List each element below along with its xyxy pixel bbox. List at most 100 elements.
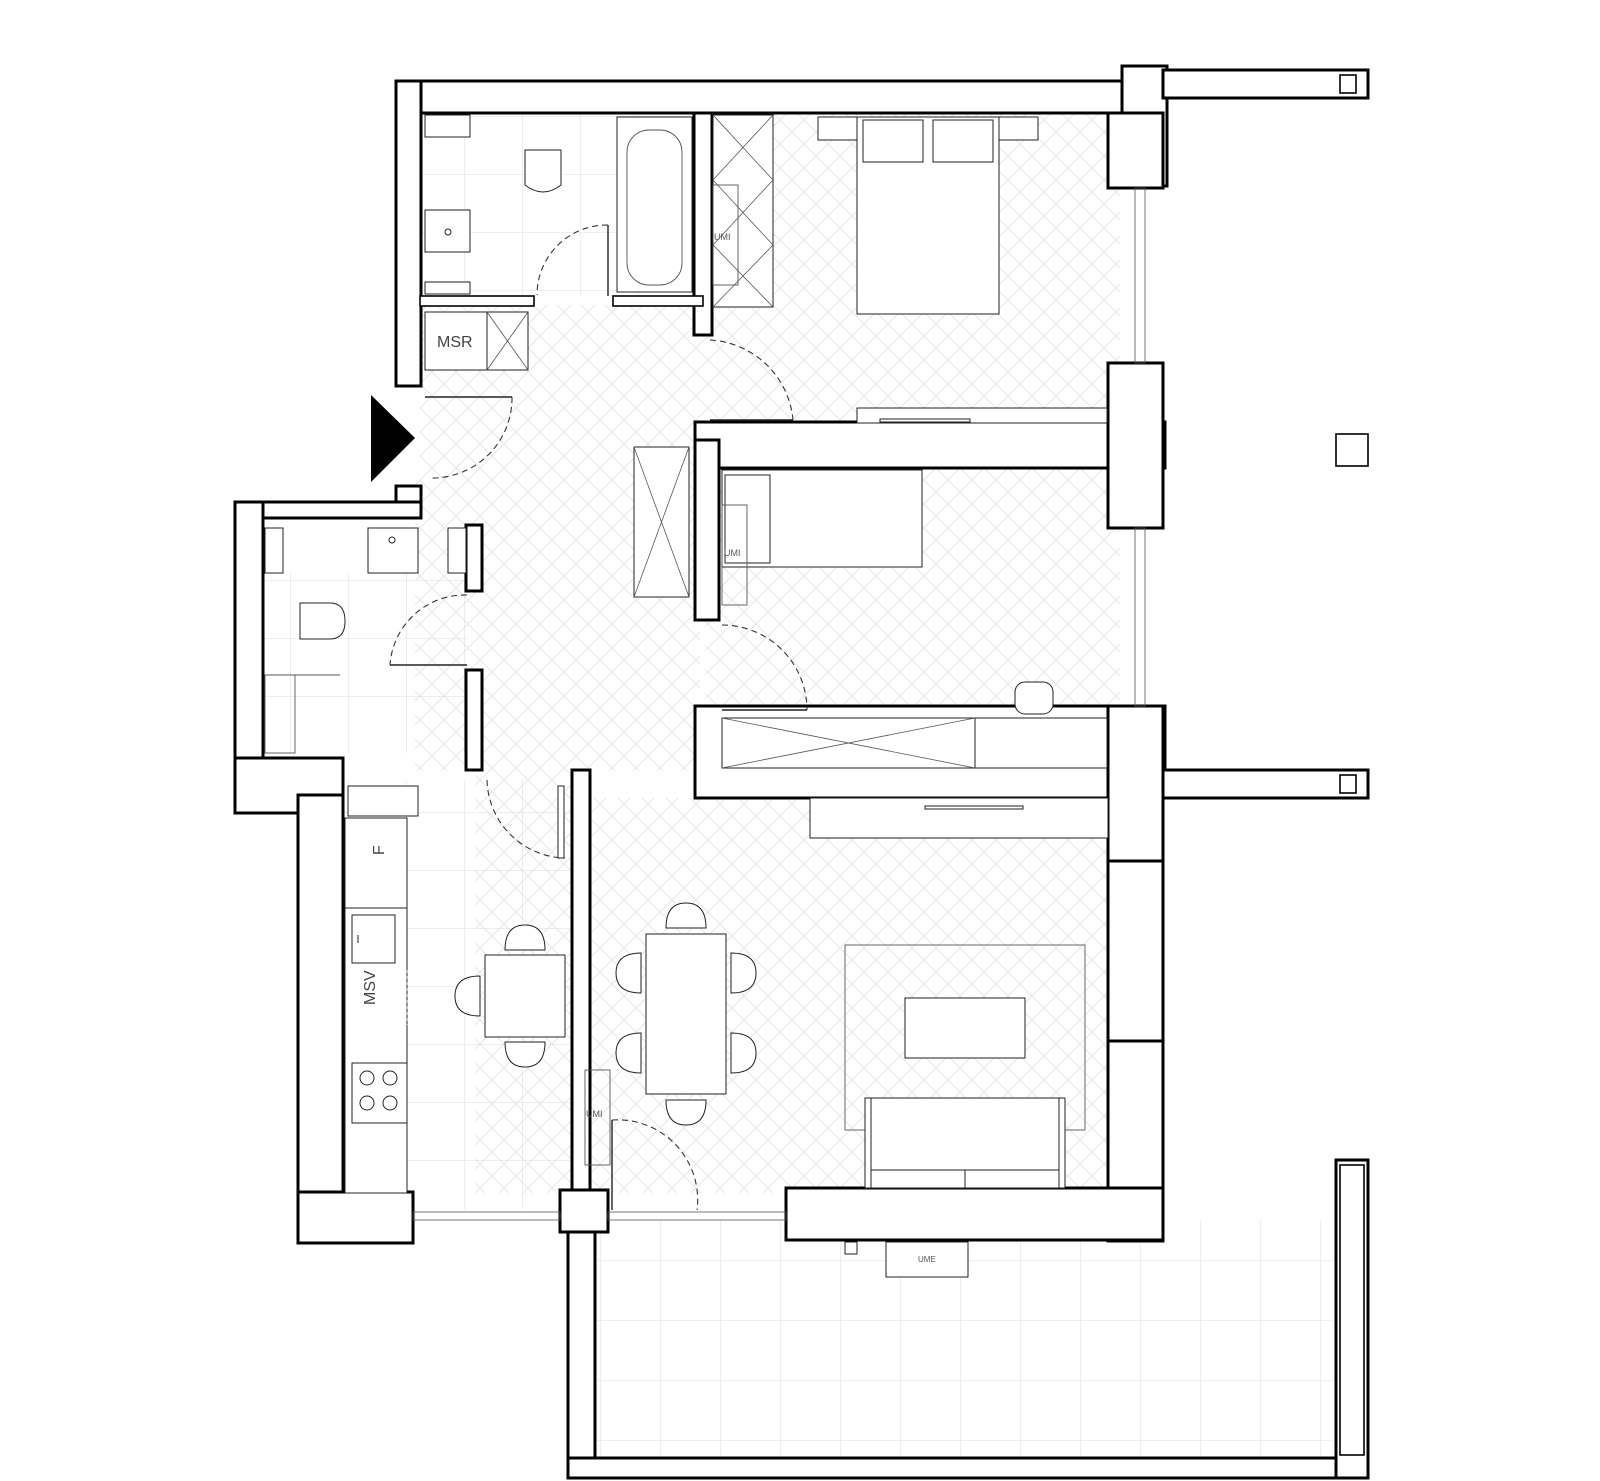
wall-right-mid [1106, 361, 1165, 530]
desk-second [974, 717, 1108, 769]
balcony-right-inner [1339, 1164, 1365, 1456]
balcony-bottom [566, 1456, 1370, 1480]
wall-bedroom2-left [693, 438, 721, 622]
window-second [1134, 527, 1146, 707]
toilet-main [524, 149, 562, 193]
dining-chair-right-2 [730, 1032, 757, 1074]
msr-box [424, 311, 529, 371]
guest-bathroom [264, 527, 468, 754]
balcony-left [566, 1230, 597, 1479]
wall-right-living [1106, 859, 1165, 1043]
bathtub-inner [626, 129, 683, 286]
door-leaf-kitchen [557, 785, 565, 859]
floors [262, 113, 1332, 1458]
wall-kitchen-bottom [296, 1190, 415, 1245]
wall-column-bottom [558, 1188, 610, 1234]
rail-mid-right-post [1339, 774, 1357, 794]
pillow-left [862, 119, 924, 163]
umi-label-living: UMI [586, 1109, 603, 1119]
tv-console-living [809, 797, 1109, 839]
bath-shelf [424, 281, 471, 295]
main-bathroom [424, 114, 693, 296]
oven-box [351, 914, 396, 964]
kitchen-table [484, 954, 566, 1038]
tv-master [879, 418, 971, 423]
dining-chair-bottom [665, 1099, 707, 1126]
guest-sink-tap-icon [388, 536, 396, 544]
wall-living-bottom [784, 1186, 1165, 1242]
wall-kitchen-right [570, 768, 592, 1192]
rail-top-right-post [1339, 74, 1357, 94]
rail-mid-right [1161, 768, 1370, 800]
second-bedroom: UMI [721, 469, 1108, 769]
sofa-arm-left [864, 1097, 872, 1189]
pillow-right [932, 119, 994, 163]
wall-right-lower [1106, 704, 1165, 863]
wardrobe-master [712, 114, 774, 308]
guest-cabinet-right [447, 527, 467, 574]
fridge-label: F [371, 845, 388, 855]
nightstand-right [997, 116, 1039, 141]
door-swing-entry [429, 396, 513, 479]
tv-living [924, 805, 1024, 810]
wall-bath-bedroom [692, 111, 714, 337]
entrance-triangle-icon [371, 395, 415, 482]
cooktop [351, 1062, 408, 1124]
wall-wc-inner-right2 [464, 668, 484, 772]
door-swing-balcony [611, 1119, 699, 1211]
kitchen-chair-top [504, 924, 546, 951]
door-swing-bathroom [536, 224, 609, 296]
desk-chair-second [1014, 681, 1054, 715]
toilet-guest [299, 602, 346, 640]
dining-chair-left-2 [615, 1032, 642, 1074]
wall-wc-bottom [233, 756, 345, 815]
balcony-drain [844, 1241, 858, 1255]
column-marker [1335, 433, 1369, 467]
msr-label: MSR [437, 334, 473, 351]
guest-sink [367, 527, 419, 574]
umi-unit-living [584, 1069, 611, 1166]
door-swing-second [721, 624, 808, 711]
door-swing-kitchen [486, 779, 566, 859]
bath-cabinet [424, 114, 471, 138]
dining-chair-top [665, 902, 707, 929]
bathtub [616, 116, 693, 293]
nightstand-left [817, 116, 859, 141]
burner-3-icon [359, 1095, 375, 1111]
umi-unit-master [712, 184, 739, 286]
dining-chair-right-1 [730, 952, 757, 994]
kitchen-top-cabinet [347, 785, 419, 817]
burner-2-icon [382, 1070, 398, 1086]
kitchen-chair-left [454, 975, 481, 1017]
umi-label-second: UMI [724, 548, 741, 558]
fridge [344, 817, 408, 909]
burner-4-icon [382, 1095, 398, 1111]
window-kitchen [412, 1211, 561, 1221]
wall-left-upper [394, 79, 423, 388]
kitchen: F MSV [344, 779, 566, 1194]
sink-main [424, 209, 471, 253]
window-master [1134, 187, 1146, 364]
kitchen-chair-bottom [504, 1041, 546, 1068]
living-room: UMI [584, 797, 1109, 1211]
sofa-arm-right [1058, 1097, 1066, 1189]
door-swing-master [709, 339, 794, 421]
ume-label: UME [918, 1255, 936, 1264]
floor-guest-bathroom [262, 573, 467, 753]
guest-cabinet-left [264, 527, 284, 574]
ume-unit [885, 1241, 969, 1278]
window-living [607, 1211, 787, 1221]
door-swing-guest [389, 594, 468, 666]
burner-1-icon [359, 1070, 375, 1086]
wall-top [394, 79, 1126, 115]
wall-wc-inner-right [464, 523, 484, 593]
pillow-second [724, 474, 771, 564]
dining-chair-left-1 [615, 952, 642, 994]
hall-wardrobe [633, 446, 690, 598]
dining-table [645, 933, 727, 1095]
wall-right-upper [1106, 111, 1165, 190]
wall-bath-bottom2 [612, 295, 704, 307]
master-bedroom: UMI [709, 114, 1108, 424]
wall-bedroom-divider [693, 420, 1167, 470]
